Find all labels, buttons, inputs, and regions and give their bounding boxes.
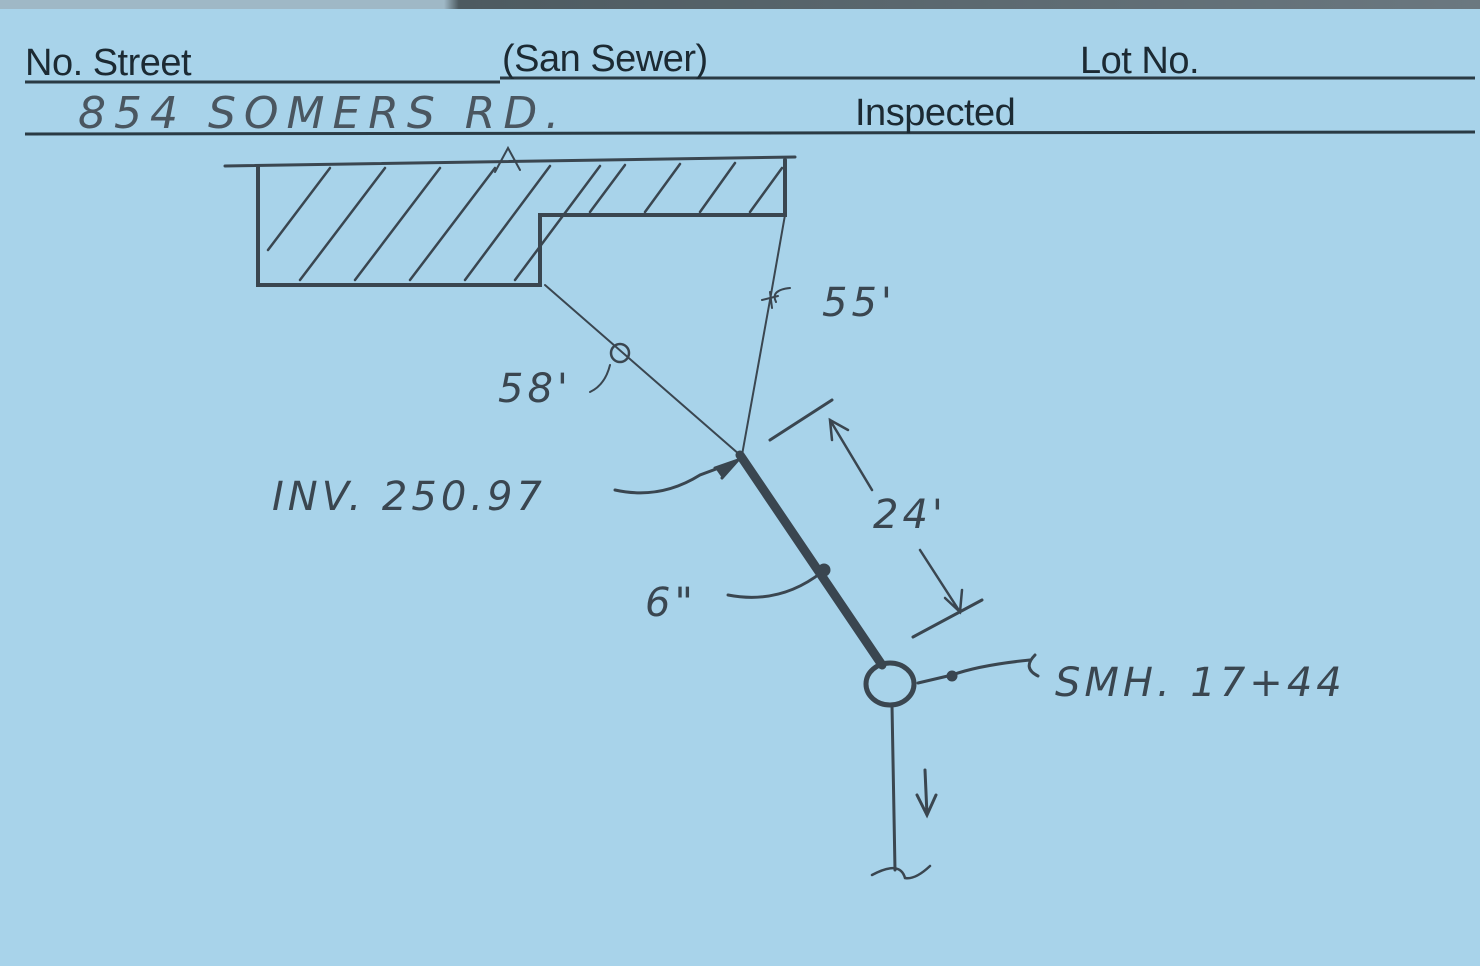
inspected-label: Inspected [855, 92, 1016, 134]
form-rule-2 [24, 130, 1476, 136]
building-hatch [266, 161, 784, 282]
distance-58: 58' [498, 366, 572, 412]
dim-tick-top [768, 398, 834, 442]
tie-line-58 [544, 284, 741, 456]
tie-line-55 [741, 214, 786, 456]
pipe-length: 24' [873, 492, 947, 538]
dim-arrow-down [918, 548, 964, 615]
flow-arrow-icon [915, 768, 938, 819]
street-label: No. Street [25, 42, 192, 84]
scan-edge [0, 0, 1480, 9]
invert-leader [613, 460, 737, 495]
pipe-size-leader [726, 570, 824, 599]
address-value: 854 SOMERS RD. [78, 88, 568, 139]
distance-55: 55' [822, 280, 896, 326]
lateral-pipe [735, 450, 887, 670]
tie-point-55 [761, 287, 791, 309]
manhole-leader [916, 653, 1040, 685]
manhole-icon [863, 660, 917, 708]
lot-label: Lot No. [1080, 40, 1200, 82]
type-label: (San Sewer) [502, 38, 708, 80]
building-outline [256, 158, 787, 287]
tie-point-58 [609, 342, 631, 364]
dim-arrow-up [828, 417, 874, 492]
manhole-station: SMH. 17+44 [1055, 660, 1346, 706]
property-line [223, 155, 797, 168]
pipe-size: 6" [645, 580, 697, 626]
invert-elevation: INV. 250.97 [272, 474, 546, 520]
main-sewer [890, 703, 897, 872]
north-arrow [494, 145, 521, 173]
dim-tick-bottom [911, 598, 984, 639]
